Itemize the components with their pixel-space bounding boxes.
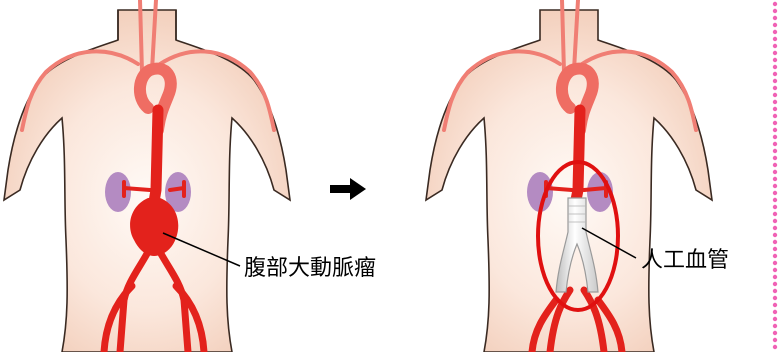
descending-aorta-after <box>576 110 580 200</box>
border-dot <box>773 142 777 146</box>
right-arrow-icon <box>330 178 366 200</box>
left-kidney <box>105 172 131 212</box>
border-dot <box>773 2 777 6</box>
border-dot <box>773 86 777 90</box>
border-dot <box>773 16 777 20</box>
border-dot <box>773 9 777 13</box>
border-dot <box>773 219 777 223</box>
border-dot <box>773 303 777 307</box>
border-dot <box>773 205 777 209</box>
graft-label: 人工血管 <box>641 250 729 272</box>
border-dot <box>773 79 777 83</box>
border-dot <box>773 128 777 132</box>
before-figure <box>4 0 290 352</box>
border-dot <box>773 51 777 55</box>
border-dot <box>773 338 777 342</box>
border-dot <box>773 310 777 314</box>
after-figure <box>426 0 712 352</box>
torso-outline <box>4 10 290 352</box>
border-dot <box>773 100 777 104</box>
border-dot <box>773 23 777 27</box>
border-dot <box>773 37 777 41</box>
border-dot <box>773 261 777 265</box>
border-dot <box>773 317 777 321</box>
border-dot <box>773 191 777 195</box>
border-dot <box>773 65 777 69</box>
border-dot <box>773 44 777 48</box>
border-dot <box>773 58 777 62</box>
aneurysm-label: 腹部大動脈瘤 <box>244 258 376 280</box>
border-dot <box>773 345 777 349</box>
border-dot <box>773 156 777 160</box>
border-dot <box>773 324 777 328</box>
border-dot <box>773 289 777 293</box>
border-dot <box>773 177 777 181</box>
border-dot <box>773 93 777 97</box>
border-dot <box>773 254 777 258</box>
border-dot <box>773 184 777 188</box>
border-dot <box>773 268 777 272</box>
border-dot <box>773 170 777 174</box>
border-dot <box>773 247 777 251</box>
border-dot <box>773 275 777 279</box>
border-dot <box>773 107 777 111</box>
border-dot <box>773 240 777 244</box>
border-dot <box>773 149 777 153</box>
border-dot <box>773 30 777 34</box>
torso-outline-after <box>426 10 712 352</box>
border-dot <box>773 72 777 76</box>
border-dot <box>773 163 777 167</box>
border-dot <box>773 114 777 118</box>
border-dot <box>773 226 777 230</box>
border-dot <box>773 135 777 139</box>
descending-aorta <box>154 110 158 202</box>
border-dot <box>773 198 777 202</box>
border-dot <box>773 331 777 335</box>
border-dot <box>773 121 777 125</box>
dotted-border <box>773 2 777 349</box>
border-dot <box>773 296 777 300</box>
border-dot <box>773 212 777 216</box>
border-dot <box>773 233 777 237</box>
border-dot <box>773 282 777 286</box>
